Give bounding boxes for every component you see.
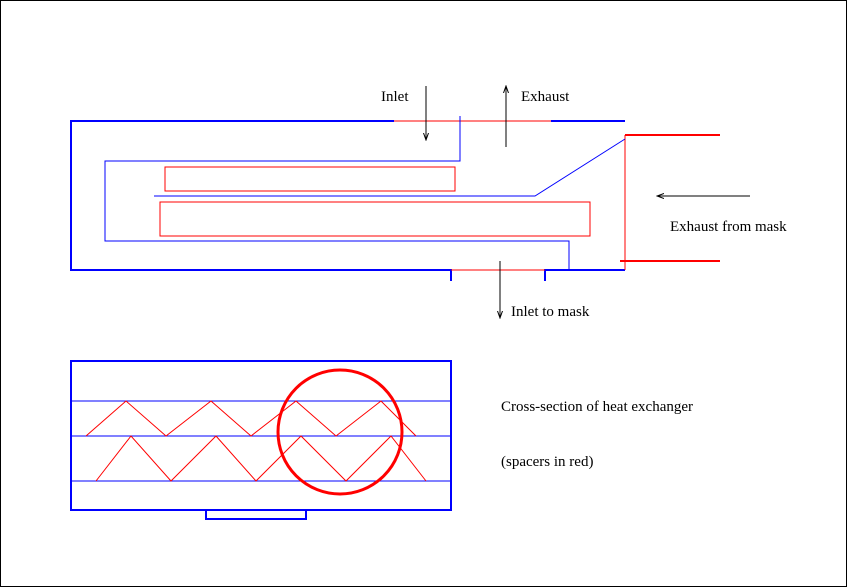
outer-casing-right (544, 269, 625, 281)
spacer-zigzag-upper (85, 400, 417, 437)
exhaust-from-mask-label: Exhaust from mask (670, 219, 787, 235)
cross-section-label: Cross-section of heat exchanger (501, 399, 693, 415)
exhaust-label: Exhaust (521, 89, 570, 105)
spacers-note-label: (spacers in red) (501, 454, 593, 470)
side-view: Inlet Exhaust Exhaust from mask Inlet to… (70, 86, 787, 320)
spacer-zigzag-lower (95, 435, 427, 482)
diagonal-baffle (154, 138, 626, 197)
cross-section-tab (205, 510, 307, 520)
upper-plate (164, 166, 456, 192)
highlight-circle (276, 368, 404, 496)
lower-plate (159, 201, 591, 237)
inner-channel (104, 116, 570, 270)
outer-casing (70, 120, 452, 281)
inlet-label: Inlet (381, 89, 409, 105)
cross-section-view: Cross-section of heat exchanger (spacers… (70, 360, 693, 520)
inlet-to-mask-label: Inlet to mask (511, 304, 590, 320)
